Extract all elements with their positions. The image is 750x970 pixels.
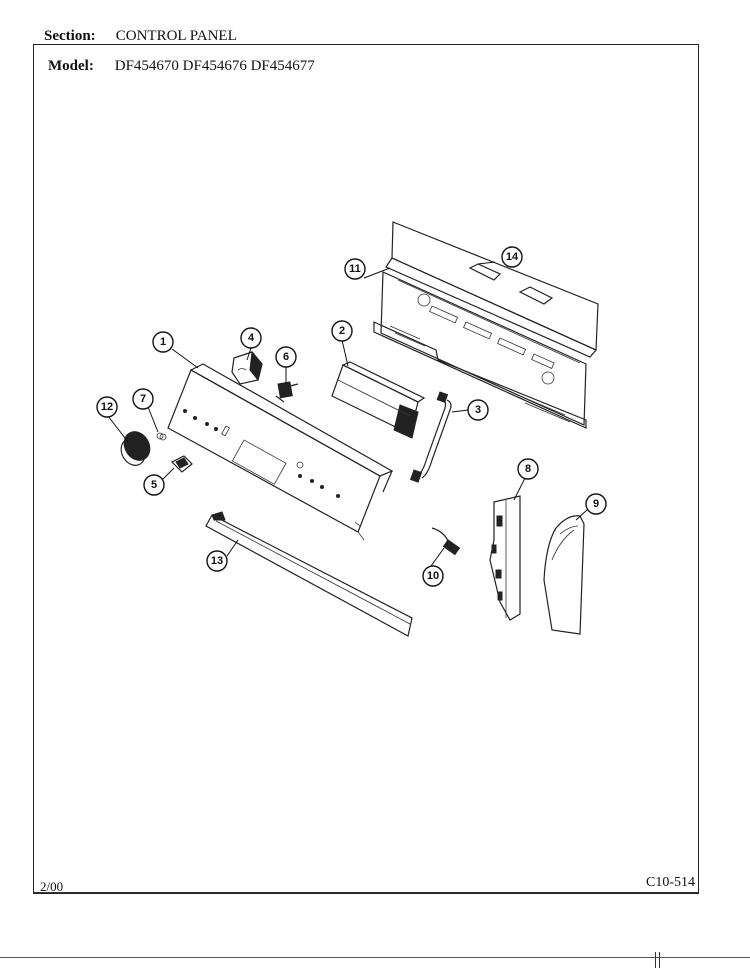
callout-7: 7 [132,388,154,410]
trim-strip-part [205,511,413,637]
svg-text:8: 8 [525,463,531,475]
callout-10: 10 [422,565,444,587]
end-cap-part [543,515,585,635]
svg-text:14: 14 [506,251,519,263]
svg-text:12: 12 [101,401,113,413]
svg-text:10: 10 [427,570,439,582]
section-label: Section: [44,28,96,44]
callout-6: 6 [275,346,297,368]
switch-part-5 [170,455,193,473]
knob-part [120,431,151,466]
svg-text:9: 9 [593,498,599,510]
clip-part-7 [156,432,167,441]
wire-part-10 [431,527,461,556]
bottom-mark-2 [659,952,660,968]
section-value: CONTROL PANEL [115,28,237,44]
svg-text:13: 13 [211,555,223,567]
callout-14: 14 [501,246,523,268]
bottom-rule [0,957,750,958]
callout-4: 4 [240,327,262,349]
svg-text:11: 11 [349,263,361,275]
svg-text:5: 5 [151,479,157,491]
footer-rule [33,892,699,893]
model-value: DF454670 DF454676 DF454677 [114,58,315,74]
bottom-mark [655,952,656,968]
back-panel [373,221,599,429]
callout-5: 5 [143,474,165,496]
svg-text:7: 7 [140,393,146,405]
switch-part-6 [275,381,299,403]
side-bracket-part [489,495,521,621]
svg-text:2: 2 [339,325,345,337]
electronic-control-part [331,361,426,439]
svg-text:3: 3 [475,404,481,416]
callout-13: 13 [206,550,228,572]
callout-1: 1 [152,331,174,353]
control-panel-part [167,363,394,541]
callout-8: 8 [517,458,539,480]
callout-11: 11 [344,258,366,280]
callout-2: 2 [331,320,353,342]
svg-text:1: 1 [160,336,166,348]
svg-text:6: 6 [283,351,289,363]
callout-leaders [107,261,588,567]
model-heading: Model: DF454670 DF454676 DF454677 [48,58,315,75]
section-heading: Section: CONTROL PANEL [44,28,237,45]
callout-9: 9 [585,493,607,515]
page-code: C10-514 [646,875,695,890]
revision-date: 2/00 [40,879,64,894]
model-label: Model: [48,58,94,74]
switch-part-4 [231,350,263,385]
diagram-frame [33,44,699,894]
callout-12: 12 [96,396,118,418]
svg-text:4: 4 [248,332,255,344]
callout-3: 3 [467,399,489,421]
wire-harness-part [409,391,452,483]
